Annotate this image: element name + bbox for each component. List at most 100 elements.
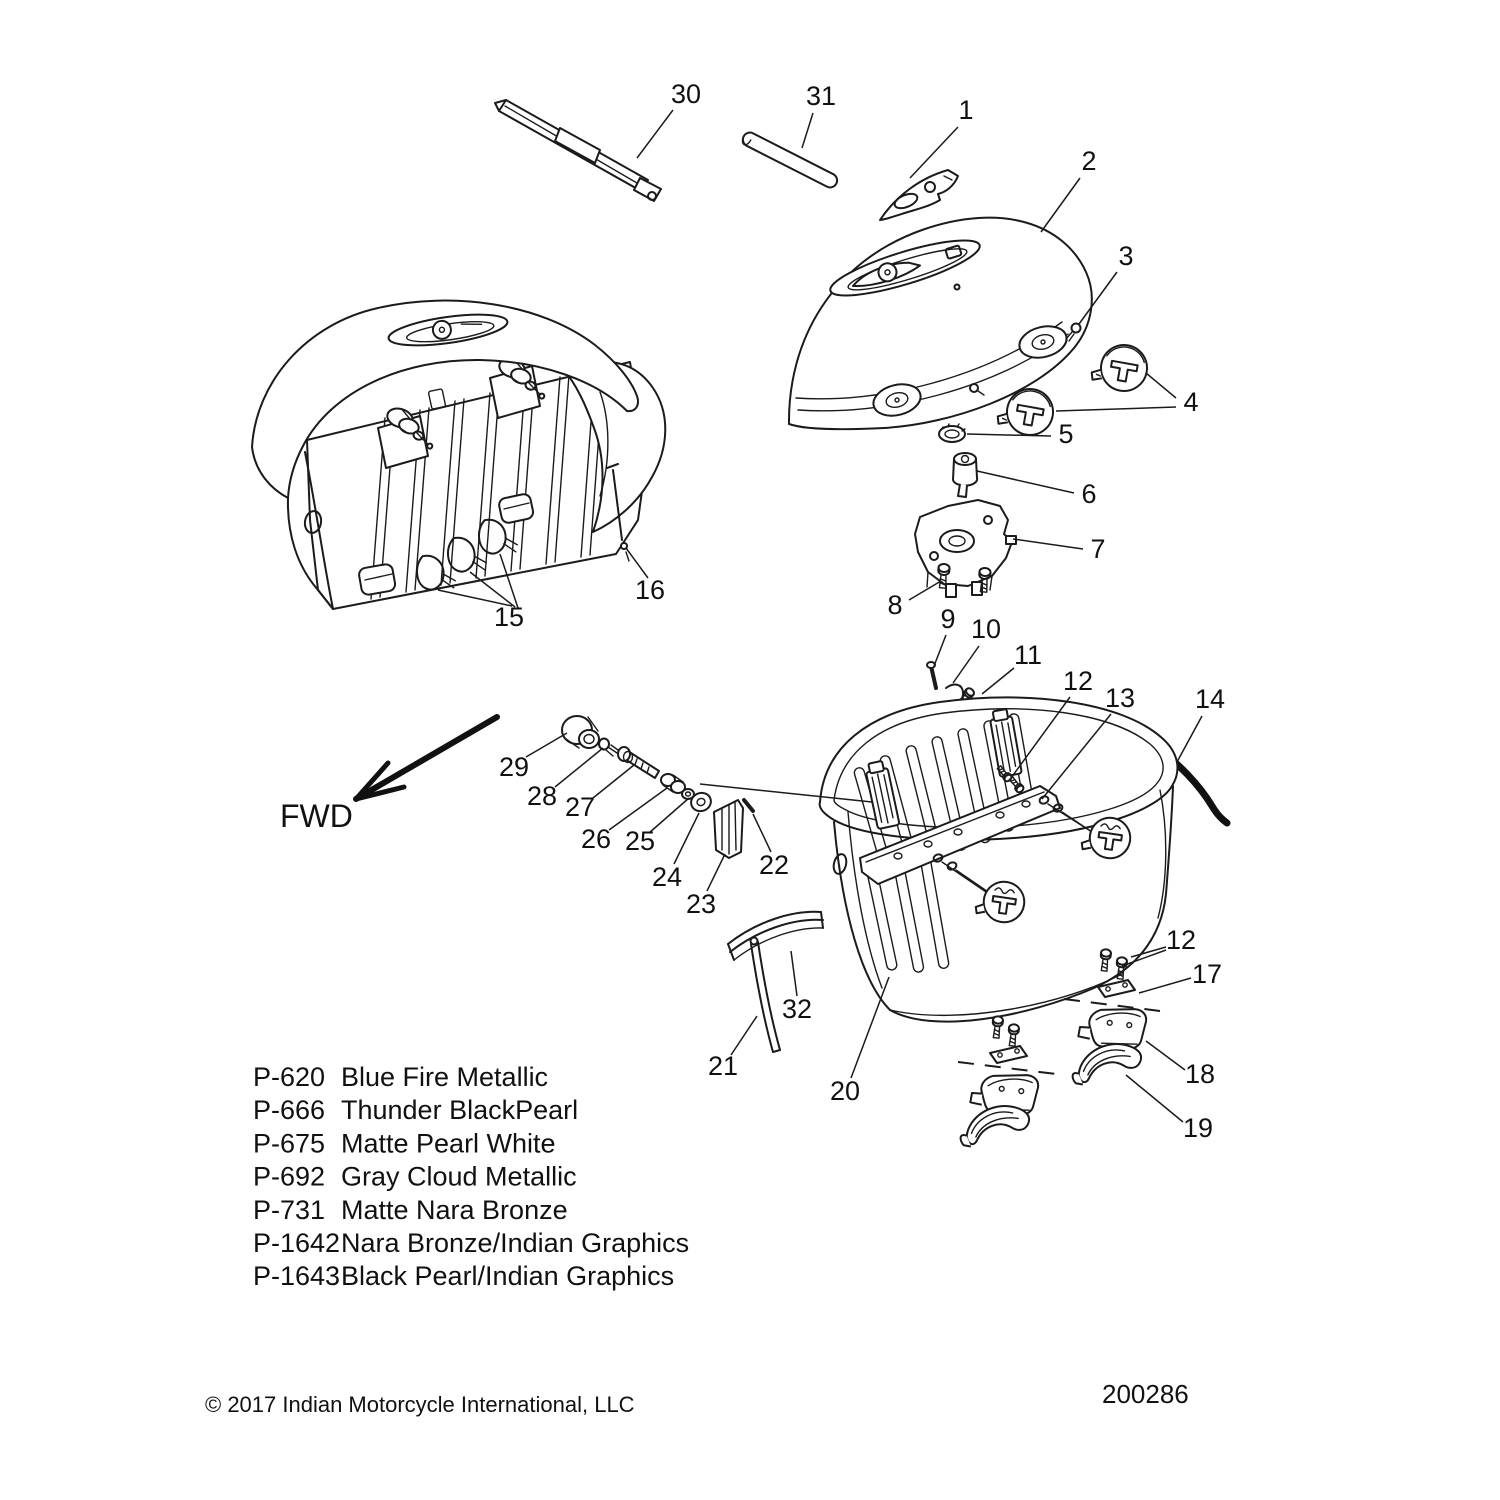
callout-leader-4	[1146, 373, 1176, 398]
fwd-label: FWD	[280, 798, 353, 834]
callout-leader-15	[500, 554, 518, 608]
callout-leader-8	[909, 581, 941, 600]
callout-leader-7	[1013, 539, 1083, 549]
legend-name-P-1642: Nara Bronze/Indian Graphics	[341, 1228, 689, 1258]
callout-leader-10	[953, 646, 979, 683]
callout-label-25-24: 25	[625, 826, 655, 856]
part-7-latch-mechanism	[915, 500, 1016, 597]
callout-leader-28	[555, 748, 603, 787]
legend-code-P-1643: P-1643	[253, 1261, 340, 1291]
callout-leader-22	[753, 814, 771, 852]
callout-label-13-12: 13	[1105, 683, 1135, 713]
callout-label-12-32: 12	[1166, 925, 1196, 955]
callout-leader-20	[851, 977, 889, 1078]
part-5-washer	[939, 424, 965, 442]
lid-latch-recess	[826, 230, 985, 306]
callout-label-28-27: 28	[527, 781, 557, 811]
lid-foot	[1016, 322, 1070, 363]
callout-label-31-30: 31	[806, 81, 836, 111]
copyright-line: © 2017 Indian Motorcycle International, …	[205, 1392, 635, 1417]
callout-label-10-9: 10	[971, 614, 1001, 644]
part-31-trim-tube	[740, 130, 839, 190]
part-2-saddlebag-lid	[789, 218, 1092, 430]
callout-label-18-17: 18	[1185, 1059, 1215, 1089]
part-16-rod	[607, 464, 629, 561]
callout-leader-12	[1131, 947, 1166, 957]
callout-leader-32	[791, 951, 797, 996]
callout-leader-13	[1042, 714, 1111, 799]
callout-label-3-2: 3	[1118, 241, 1133, 271]
callout-leader-17	[1139, 978, 1191, 993]
callout-leader-31	[802, 113, 813, 148]
callout-label-24-23: 24	[652, 862, 682, 892]
bottom-clips	[358, 493, 534, 596]
callout-leader-15	[470, 572, 515, 607]
callout-leader-2	[1041, 178, 1080, 232]
callout-leader-24	[674, 813, 699, 864]
callout-leader-16	[626, 548, 648, 578]
callout-leader-12	[1011, 697, 1070, 778]
legend-code-P-666: P-666	[253, 1095, 325, 1125]
legend-code-P-675: P-675	[253, 1128, 325, 1158]
logo-knob	[1080, 814, 1133, 861]
lid-screw	[970, 384, 984, 395]
part-30-rail-trim	[495, 100, 661, 201]
callout-label-6-5: 6	[1081, 479, 1096, 509]
legend-code-P-731: P-731	[253, 1195, 325, 1225]
lid-latch-recess	[387, 309, 509, 351]
callout-leader-19	[1126, 1075, 1183, 1122]
callout-label-12-11: 12	[1063, 666, 1093, 696]
callout-leader-26	[609, 788, 667, 830]
part-3-screw	[1066, 324, 1081, 342]
part-1-latch-handle	[880, 170, 958, 220]
callout-label-7-6: 7	[1090, 534, 1105, 564]
callout-label-17-16: 17	[1192, 959, 1222, 989]
callout-label-14-13: 14	[1195, 684, 1225, 714]
callout-leader-11	[982, 668, 1014, 694]
callout-leader-9	[934, 635, 946, 666]
callout-label-26-25: 26	[581, 824, 611, 854]
saddlebag-body	[820, 698, 1178, 1022]
knob-holes	[933, 795, 1104, 900]
legend-name-P-666: Thunder BlackPearl	[341, 1095, 578, 1125]
legend-name-P-675: Matte Pearl White	[341, 1128, 556, 1158]
logo-knob	[974, 878, 1027, 925]
legend-code-P-692: P-692	[253, 1162, 325, 1192]
callout-label-1-0: 1	[958, 95, 973, 125]
callout-label-20-19: 20	[830, 1076, 860, 1106]
legend-name-P-1643: Black Pearl/Indian Graphics	[341, 1261, 674, 1291]
callout-label-9-8: 9	[940, 604, 955, 634]
callout-leader-18	[1146, 1041, 1185, 1070]
callout-leader-29	[526, 733, 567, 757]
callout-leader-3	[1079, 272, 1117, 324]
callout-leader-27	[593, 765, 634, 798]
callout-label-27-26: 27	[565, 792, 595, 822]
mount-hardware-sets	[956, 948, 1160, 1149]
fwd-arrow	[356, 717, 497, 799]
callout-label-23-22: 23	[686, 889, 716, 919]
side-flap	[566, 362, 665, 532]
callout-label-4-3: 4	[1183, 387, 1198, 417]
mount-spools	[378, 354, 554, 468]
callout-leader-14	[1177, 716, 1202, 762]
callout-leader-6	[977, 471, 1074, 493]
legend-code-P-620: P-620	[253, 1062, 325, 1092]
callout-label-11-10: 11	[1014, 640, 1042, 670]
callout-leader-12	[1122, 950, 1166, 966]
part-21-strip	[751, 938, 781, 1053]
legend-code-P-1642: P-1642	[253, 1228, 340, 1258]
lid-foot	[870, 380, 924, 421]
callout-label-2-1: 2	[1081, 146, 1096, 176]
latch-striker	[989, 708, 1022, 777]
callout-label-19-18: 19	[1183, 1113, 1213, 1143]
part-6-lock-cylinder	[953, 453, 977, 497]
legend-name-P-692: Gray Cloud Metallic	[341, 1162, 577, 1192]
fastener-chain-22-29	[562, 716, 872, 858]
callout-leader-5	[967, 434, 1051, 436]
callout-label-30-29: 30	[671, 79, 701, 109]
callout-label-16-15: 16	[635, 575, 665, 605]
legend-name-P-731: Matte Nara Bronze	[341, 1195, 568, 1225]
